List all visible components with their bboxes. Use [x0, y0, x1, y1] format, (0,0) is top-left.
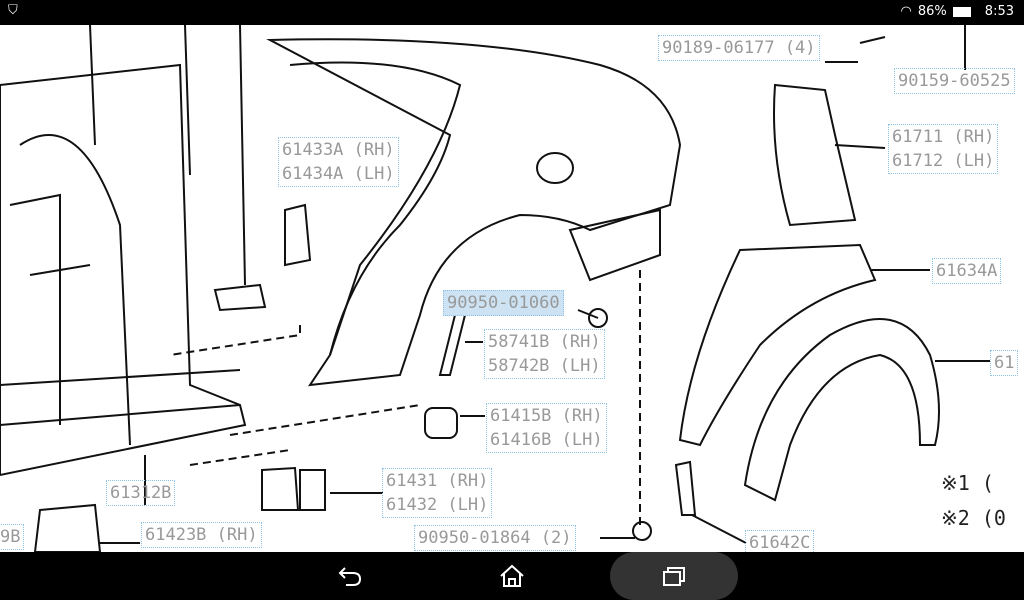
part-61432: 61432 (LH) [386, 495, 489, 515]
part-58742b: 58742B (LH) [488, 356, 601, 376]
part-label-61634a[interactable]: 61634A [932, 258, 1002, 284]
part-label-90950-01864[interactable]: 90950-01864 (2) [414, 525, 576, 551]
part-label-61433a[interactable]: 61433A (RH) 61434A (LH) [278, 137, 399, 187]
note-2: ※2 (0 [941, 506, 1006, 530]
shield-icon: ⛉ [8, 3, 18, 18]
navigation-bar [0, 552, 1024, 600]
part-label-61312b[interactable]: 61312B [106, 480, 176, 506]
parts-diagram[interactable]: 90189-06177 (4) 90159-60525 61711 (RH)61… [0, 25, 1024, 552]
part-61431: 61431 (RH) [386, 471, 489, 491]
part-61433a: 61433A (RH) [282, 140, 395, 160]
part-label-61642c[interactable]: 61642C [745, 530, 815, 552]
part-label-61711[interactable]: 61711 (RH) 61712 (LH) [888, 124, 999, 174]
wifi-icon: ◠ [900, 4, 912, 19]
part-label-58741b[interactable]: 58741B (RH) 58742B (LH) [484, 329, 605, 379]
part-label-61431[interactable]: 61431 (RH) 61432 (LH) [382, 468, 493, 518]
part-label-90159-60525[interactable]: 90159-60525 [894, 68, 1015, 94]
parts-line-drawing [0, 25, 990, 552]
recents-button[interactable] [610, 552, 738, 600]
part-61416b: 61416B (LH) [490, 430, 603, 450]
clock: 8:53 [984, 4, 1014, 19]
home-button[interactable] [472, 552, 552, 600]
status-bar: ⛉ ◠ 86% 8:53 [0, 0, 1024, 25]
part-label-61423b[interactable]: 61423B (RH) [141, 522, 262, 548]
back-button[interactable] [310, 552, 390, 600]
battery-percent: 86% [917, 4, 947, 19]
recents-icon [663, 567, 685, 586]
part-58741b: 58741B (RH) [488, 332, 601, 352]
battery-icon [952, 6, 971, 17]
home-icon [500, 564, 524, 587]
part-label-90950-01060[interactable]: 90950-01060 [443, 290, 564, 316]
part-label-61415b[interactable]: 61415B (RH) 61416B (LH) [486, 403, 607, 453]
part-61711: 61711 (RH) [892, 127, 995, 147]
part-61712: 61712 (LH) [892, 151, 995, 171]
part-label-90189-06177[interactable]: 90189-06177 (4) [658, 35, 820, 61]
part-61415b: 61415B (RH) [490, 406, 603, 426]
part-label-9b[interactable]: 9B [0, 524, 25, 550]
part-61434a: 61434A (LH) [282, 164, 395, 184]
back-icon [338, 567, 362, 586]
note-1: ※1 ( [941, 471, 994, 495]
part-label-61[interactable]: 61 [990, 350, 1019, 376]
